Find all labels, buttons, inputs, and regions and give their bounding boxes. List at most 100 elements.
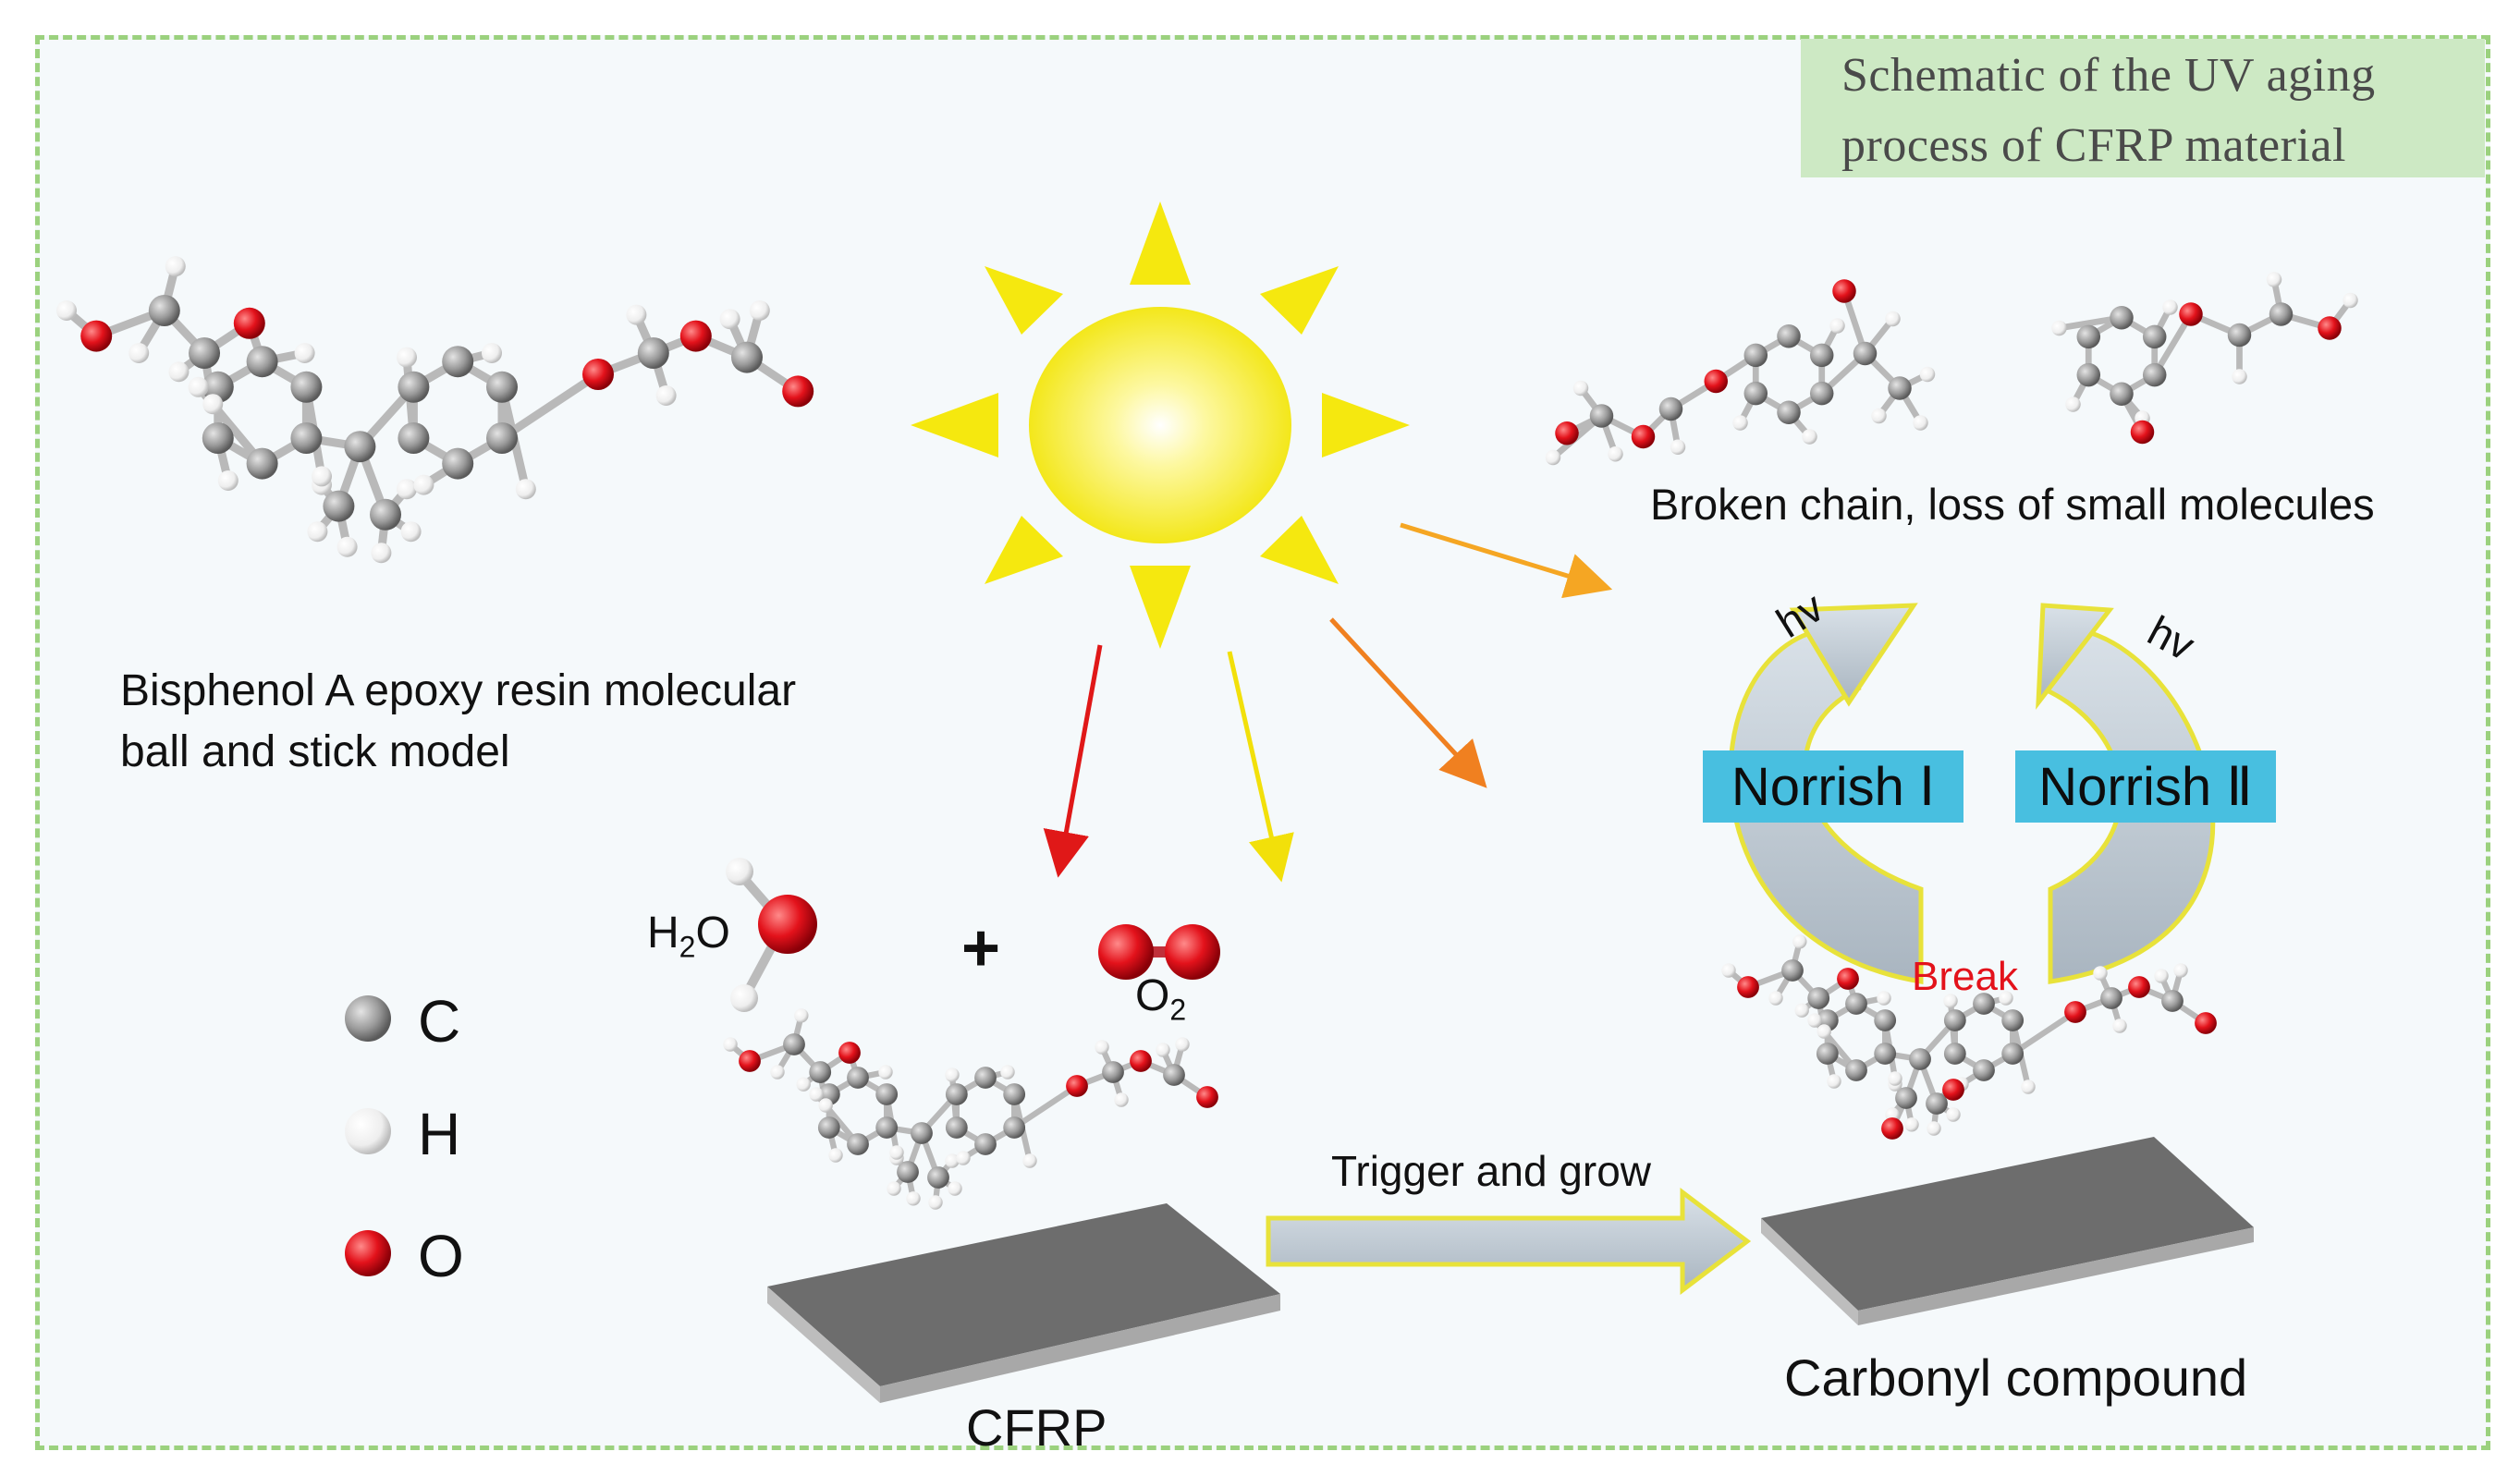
o2-label-o: O bbox=[1135, 971, 1170, 1020]
hydrogen-atom bbox=[2343, 292, 2358, 309]
hydrogen-atom bbox=[1022, 1153, 1037, 1168]
legend-oxygen-ball bbox=[345, 1230, 391, 1276]
carbon-atom bbox=[290, 422, 323, 454]
hydrogen-atom bbox=[878, 1065, 893, 1080]
carbon-atom bbox=[1163, 1064, 1185, 1086]
carbon-atom bbox=[2161, 990, 2184, 1012]
hydrogen-atom bbox=[1608, 446, 1623, 462]
legend-hydrogen-ball bbox=[345, 1108, 391, 1154]
carbon-atom bbox=[1743, 343, 1768, 368]
hydrogen-atom bbox=[165, 256, 186, 277]
plus-sign: + bbox=[961, 911, 1001, 985]
hydrogen-atom bbox=[1175, 1037, 1190, 1052]
title-box bbox=[1801, 39, 2485, 177]
hydrogen-atom bbox=[217, 470, 239, 491]
oxygen-atom bbox=[1837, 968, 1859, 990]
hydrogen-atom bbox=[1827, 1074, 1841, 1089]
oxygen-atom bbox=[838, 1042, 861, 1064]
carbon-atom bbox=[1777, 324, 1801, 348]
uv-arrow-orange-lower bbox=[1329, 617, 1487, 788]
carbonyl-surface-molecule bbox=[1721, 934, 2217, 1140]
carbon-atom bbox=[2142, 362, 2167, 387]
carbon-atom bbox=[2110, 306, 2134, 330]
legend-carbon-label: C bbox=[418, 988, 461, 1055]
carbon-atom bbox=[897, 1161, 919, 1183]
hydrogen-atom bbox=[312, 466, 332, 487]
carbon-atom bbox=[1895, 1087, 1917, 1109]
hydrogen-atom bbox=[1943, 994, 1958, 1008]
hydrogen-atom bbox=[1946, 1107, 1961, 1122]
hydrogen-atom bbox=[1794, 1003, 1809, 1018]
carbon-atom bbox=[974, 1067, 997, 1089]
norrish-i-box: Norrish Ⅰ bbox=[1703, 750, 1963, 823]
carbon-atom bbox=[2269, 302, 2294, 326]
hydrogen-atom bbox=[1877, 991, 1891, 1006]
carbon-atom bbox=[1909, 1048, 1931, 1070]
hydrogen-atom bbox=[770, 1065, 785, 1080]
carbon-atom bbox=[974, 1133, 997, 1155]
cfrp-surface-molecule bbox=[723, 1008, 1218, 1210]
bond bbox=[2010, 1008, 2079, 1057]
hydrogen-atom bbox=[889, 1145, 904, 1160]
hydrogen-atom bbox=[1871, 408, 1887, 424]
hydrogen-atom bbox=[809, 1087, 824, 1102]
o2-label: O2 bbox=[1135, 970, 1186, 1028]
hydrogen-atom bbox=[1670, 439, 1686, 455]
carbon-atom bbox=[945, 1083, 968, 1105]
hydrogen-atom bbox=[723, 1037, 738, 1052]
carbon-atom bbox=[637, 337, 669, 369]
carbon-atom bbox=[875, 1083, 899, 1105]
hydrogen-atom bbox=[1095, 1040, 1109, 1055]
hydrogen-atom bbox=[128, 343, 150, 363]
hydrogen-atom bbox=[168, 361, 190, 383]
hydrogen-atom bbox=[2112, 1019, 2127, 1033]
carbon-atom bbox=[1943, 1009, 1966, 1031]
carbon-atom bbox=[202, 422, 234, 454]
legend-oxygen-label: O bbox=[418, 1223, 464, 1289]
hydrogen-atom bbox=[2065, 396, 2081, 412]
hydrogen-atom bbox=[1732, 415, 1748, 431]
hydrogen-atom bbox=[1885, 311, 1901, 327]
carbon-atom bbox=[148, 295, 180, 326]
oxygen-atom bbox=[679, 320, 712, 352]
hydrogen-atom bbox=[56, 300, 77, 321]
hydrogen-atom bbox=[2051, 320, 2067, 336]
hydrogen-atom bbox=[1000, 1065, 1015, 1080]
carbon-atom bbox=[442, 447, 474, 480]
carbon-atom bbox=[1888, 376, 1912, 400]
broken-molecule-right bbox=[2051, 272, 2358, 445]
carbon-atom bbox=[370, 498, 401, 531]
title-line-2: process of CFRP material bbox=[1841, 119, 2346, 172]
hydrogen-atom bbox=[2266, 272, 2282, 287]
hydrogen-atom bbox=[887, 1181, 901, 1196]
carbon-atom bbox=[1003, 1083, 1026, 1105]
uv-arrow-red bbox=[1043, 644, 1103, 878]
hydrogen-atom bbox=[397, 479, 417, 500]
oxygen-atom bbox=[233, 307, 265, 339]
hydrogen-atom bbox=[2093, 966, 2108, 981]
hydrogen-atom bbox=[1721, 963, 1736, 978]
hydrogen-atom bbox=[828, 1148, 843, 1163]
oxygen-atom bbox=[739, 1050, 761, 1072]
hydrogen-atom bbox=[1913, 415, 1928, 431]
carbon-atom bbox=[486, 422, 519, 454]
hydrogen-atom bbox=[515, 479, 536, 500]
carbon-atom bbox=[442, 346, 474, 378]
carbon-atom bbox=[731, 341, 763, 373]
carbon-atom bbox=[398, 422, 430, 454]
trigger-arrow bbox=[1266, 1187, 1752, 1296]
carbon-atom bbox=[1973, 993, 1995, 1015]
hydrogen-atom bbox=[956, 1151, 971, 1165]
hydrogen-atom bbox=[794, 1008, 809, 1023]
carbon-atom bbox=[246, 447, 278, 480]
title-line-1: Schematic of the UV aging bbox=[1841, 49, 2376, 102]
hydrogen-atom bbox=[749, 300, 770, 321]
carbon-atom bbox=[847, 1067, 869, 1089]
hydrogen-atom bbox=[1807, 1013, 1822, 1028]
hydrogen-atom bbox=[307, 521, 328, 543]
oxygen-molecule bbox=[1098, 924, 1220, 980]
sun-icon bbox=[911, 201, 1410, 649]
hydrogen-atom bbox=[655, 385, 677, 406]
